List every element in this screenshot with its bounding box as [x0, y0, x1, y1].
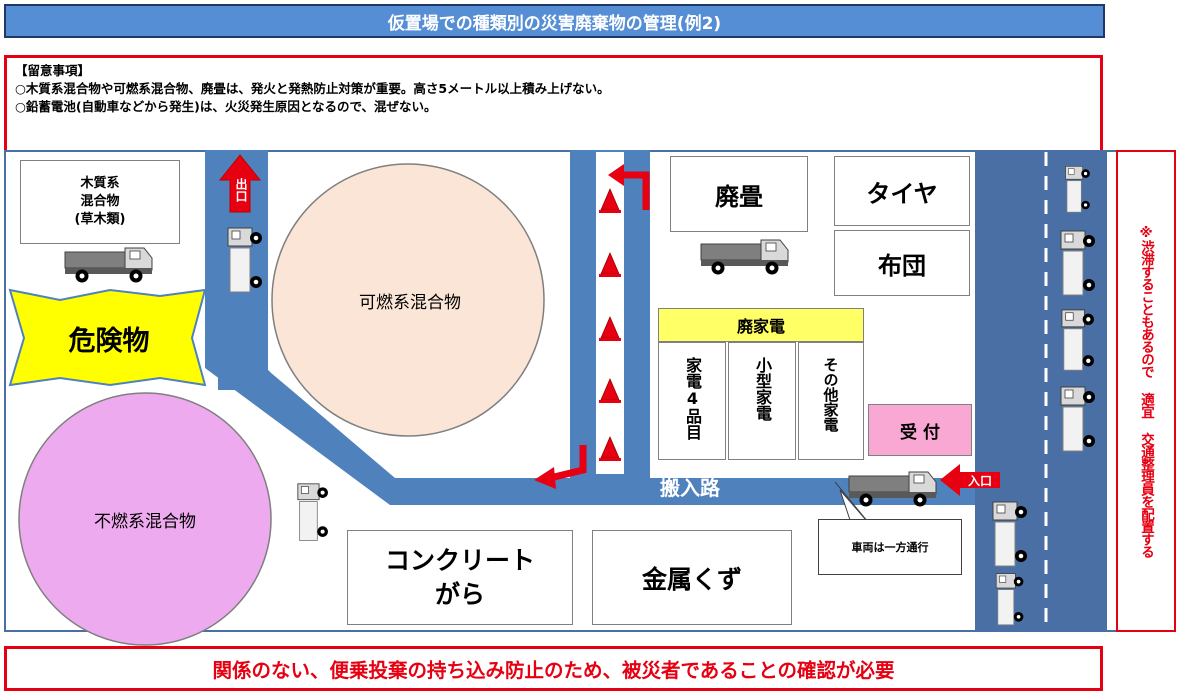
zone-small-appliances: 小型家電 — [728, 342, 796, 460]
zone-futon: 布団 — [834, 230, 970, 296]
zone-tire: タイヤ — [834, 156, 970, 226]
notes-line-1: ○木質系混合物や可燃系混合物、廃畳は、発火と発熱防止対策が重要。高さ5メートル以… — [15, 81, 610, 96]
notes-heading: 【留意事項】 — [15, 63, 91, 78]
zone-reception: 受 付 — [868, 404, 972, 456]
notes-line-2: ○鉛蓄電池(自動車などから発生)は、火災発生原因となるので、混ぜない。 — [15, 99, 437, 114]
one-way-callout: 車両は一方通行 — [818, 519, 962, 575]
zone-metal: 金属くず — [592, 530, 792, 625]
exit-label: 出口 — [234, 178, 248, 202]
page-title: 仮置場での種類別の災害廃棄物の管理(例2) — [4, 4, 1105, 38]
zone-appliances-4: 家電4品目 — [658, 342, 726, 460]
bottom-note: 関係のない、便乗投棄の持ち込み防止のため、被災者であることの確認が必要 — [4, 646, 1103, 691]
zone-hazardous: 危険物 — [68, 325, 150, 357]
appliances-header: 廃家電 — [658, 308, 864, 342]
road-label: 搬入路 — [660, 475, 720, 500]
zone-noncombustible: 不燃系混合物 — [94, 511, 196, 532]
traffic-note: ※渋滞することもあるので 適宜 交通整理員を配置する — [1138, 224, 1154, 558]
zone-tatami: 廃畳 — [670, 156, 808, 232]
zone-wood-mixed: 木質系 混合物 (草木類) — [20, 160, 180, 244]
zone-concrete: コンクリート がら — [347, 530, 573, 625]
entrance-label: 入口 — [967, 473, 992, 488]
zone-other-appliances: その他家電 — [798, 342, 864, 460]
traffic-note-box: ※渋滞することもあるので 適宜 交通整理員を配置する — [1116, 150, 1176, 632]
zone-combustible: 可燃系混合物 — [359, 292, 461, 313]
